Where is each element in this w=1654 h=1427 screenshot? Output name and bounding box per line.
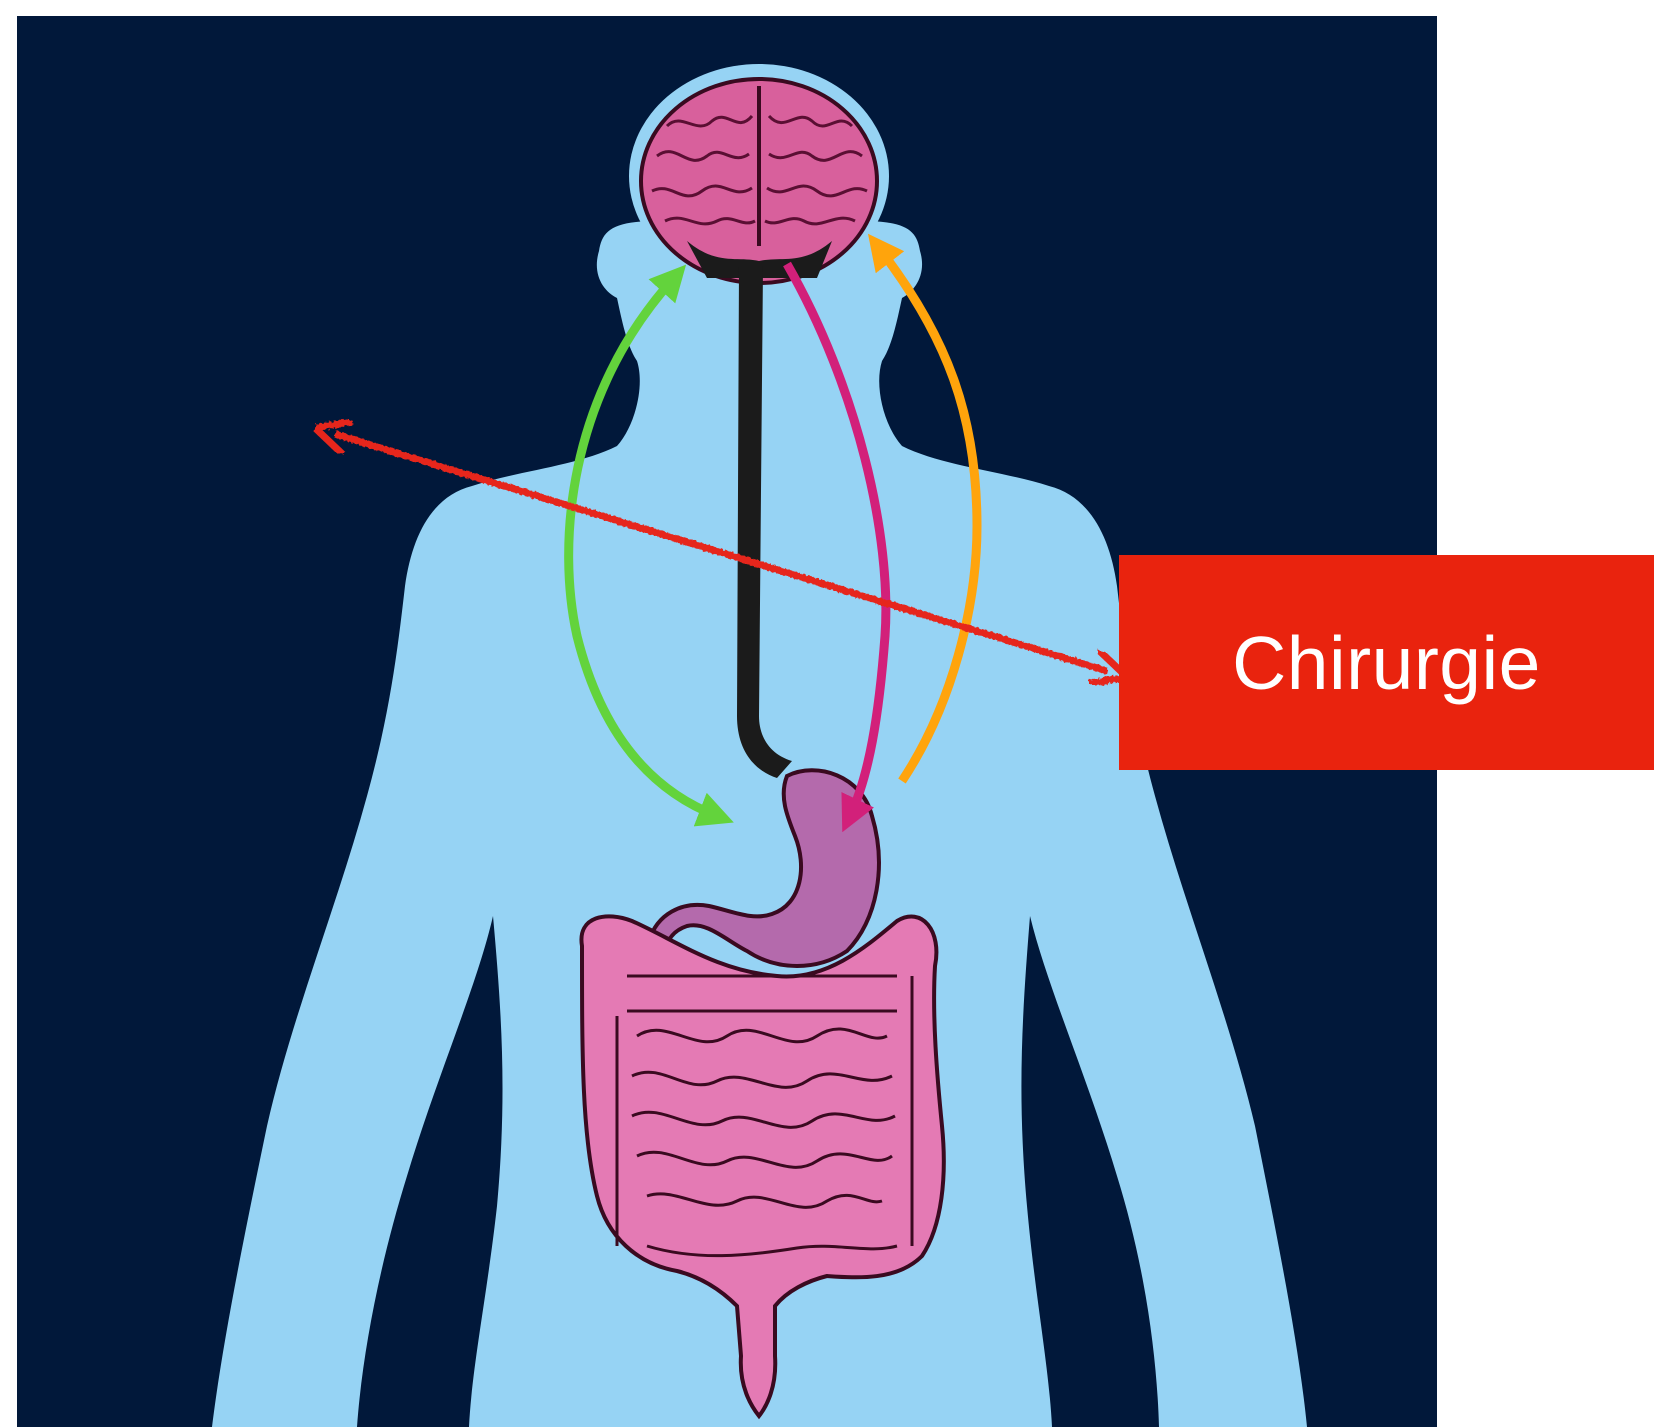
chirurgie-label-box: Chirurgie [1119,555,1654,770]
brain [641,79,877,283]
chirurgie-label: Chirurgie [1232,620,1541,706]
